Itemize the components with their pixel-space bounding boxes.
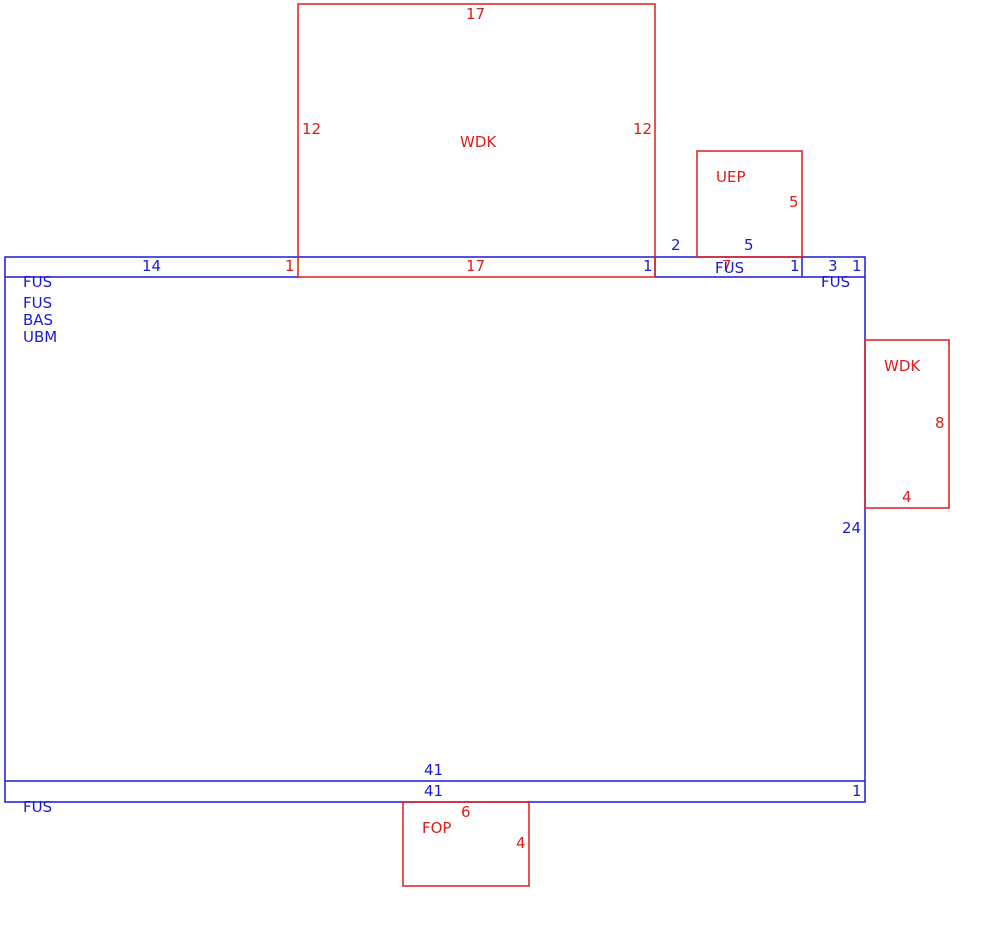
top-strip-left-end-dim: 1 [285,257,295,275]
bottom-strip-end-dim: 1 [852,782,862,800]
main-top-dim: 14 [142,257,161,275]
wdk-top-right-dim: 12 [633,120,652,138]
bottom-strip-length-dim: 41 [424,782,443,800]
fus-small-mid-code: FUS [715,259,744,277]
uep-code: UEP [716,168,746,186]
fus-small-mid-overlap-dim: 7 [722,257,732,275]
main-bottom-dim: 41 [424,761,443,779]
bottom-strip-code: FUS [23,798,52,816]
wdk-right-outline [864,339,950,509]
fop-outline [402,801,530,887]
fus-small-right-code: FUS [821,273,850,291]
main-code-2: FUS [23,294,52,312]
wdk-right-code: WDK [884,357,921,375]
fus-small-right-end-dim: 1 [852,257,862,275]
wdk-top-top-dim: 17 [466,5,485,23]
fop-side-dim: 4 [516,834,526,852]
wdk-right-side-dim: 8 [935,414,945,432]
fus-small-mid-left-dim: 2 [671,236,681,254]
uep-side-dim: 5 [789,193,799,211]
wdk-right-bottom-dim: 4 [902,488,912,506]
main-code-3: BAS [23,311,53,329]
wdk-top-right-end-dim: 1 [643,257,653,275]
main-code-4: UBM [23,328,57,346]
fus-small-right-width-dim: 3 [828,257,838,275]
wdk-top-outline [297,3,656,278]
wdk-top-code: WDK [460,133,497,151]
wdk-top-left-dim: 12 [302,120,321,138]
main-code-1: FUS [23,273,52,291]
main-area-outline [4,256,866,803]
fop-code: FOP [422,819,451,837]
uep-outline [696,150,803,258]
main-right-dim: 24 [842,519,861,537]
fop-top-dim: 6 [461,803,471,821]
fus-small-mid-right-dim: 1 [790,257,800,275]
fus-small-mid-top-dim: 5 [744,236,754,254]
wdk-top-bottom-dim: 17 [466,257,485,275]
